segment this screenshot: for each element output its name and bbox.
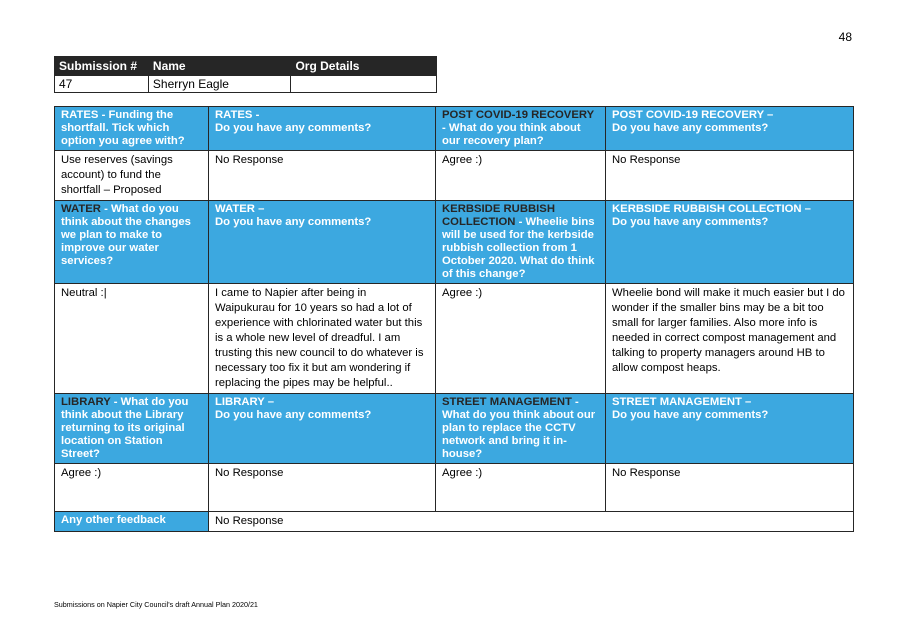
page-number: 48 [838,30,852,44]
table-row: Neutral :| I came to Napier after being … [54,283,854,394]
rates-title: RATES [61,109,99,121]
water-comment-title: WATER – [215,203,265,215]
covid-comment-title: POST COVID-19 RECOVERY – [612,109,774,121]
rates-question: - Funding the shortfall. Tick which opti… [61,109,185,147]
org-details [290,75,437,93]
street-question: - What do you think about our plan to re… [442,396,596,460]
submission-number-header: Submission # [54,56,149,76]
street-answer: Agree :) [435,463,606,512]
covid-answer: Agree :) [435,150,606,201]
table-row: LIBRARY - What do you think about the Li… [54,393,854,464]
kerbside-comment-title: KERBSIDE RUBBISH COLLECTION – [612,203,811,215]
submitter-name: Sherryn Eagle [147,75,292,93]
library-comment-title: LIBRARY – [215,396,275,408]
rates-answer: Use reserves (savings account) to fund t… [54,150,209,201]
submission-table: Submission # Name Org Details 47 Sherryn… [54,56,437,93]
library-question: - What do you think about the Library re… [61,396,189,460]
library-comment-question: Do you have any comments? [215,409,372,421]
library-comment: No Response [208,463,436,512]
water-comment: I came to Napier after being in Waipukur… [208,283,436,394]
covid-comment: No Response [605,150,854,201]
street-title: STREET MANAGEMENT [442,396,572,408]
water-title: WATER [61,203,101,215]
library-title: LIBRARY [61,396,111,408]
street-comment-question: Do you have any comments? [612,409,769,421]
kerbside-question: - Wheelie bins will be used for the kerb… [442,216,595,280]
water-question-header: WATER - What do you think about the chan… [54,200,209,284]
table-row: Agree :) No Response Agree :) No Respons… [54,463,854,512]
kerbside-comment-question: Do you have any comments? [612,216,769,228]
kerbside-comment-header: KERBSIDE RUBBISH COLLECTION –Do you have… [605,200,854,284]
kerbside-question-header: KERBSIDE RUBBISH COLLECTION - Wheelie bi… [435,200,606,284]
covid-comment-question: Do you have any comments? [612,122,769,134]
rates-comment-title: RATES - [215,109,260,121]
water-answer: Neutral :| [54,283,209,394]
page-footer: Submissions on Napier City Council's dra… [54,600,258,609]
feedback-table: RATES - Funding the shortfall. Tick whic… [54,106,854,532]
library-question-header: LIBRARY - What do you think about the Li… [54,393,209,464]
covid-title: POST COVID-19 RECOVERY [442,109,594,121]
rates-comment-header: RATES -Do you have any comments? [208,106,436,151]
rates-comment: No Response [208,150,436,201]
water-question: - What do you think about the changes we… [61,203,191,267]
submission-number: 47 [54,75,149,93]
street-comment: No Response [605,463,854,512]
rates-question-header: RATES - Funding the shortfall. Tick whic… [54,106,209,151]
submission-row: 47 Sherryn Eagle [54,75,437,93]
kerbside-comment: Wheelie bond will make it much easier bu… [605,283,854,394]
table-row: Any other feedback No Response [54,511,854,532]
street-comment-title: STREET MANAGEMENT – [612,396,752,408]
library-answer: Agree :) [54,463,209,512]
kerbside-answer: Agree :) [435,283,606,394]
other-feedback-header: Any other feedback [54,511,209,532]
submission-header-row: Submission # Name Org Details [54,56,437,76]
other-feedback: No Response [208,511,854,532]
table-row: Use reserves (savings account) to fund t… [54,150,854,201]
library-comment-header: LIBRARY –Do you have any comments? [208,393,436,464]
street-comment-header: STREET MANAGEMENT –Do you have any comme… [605,393,854,464]
street-question-header: STREET MANAGEMENT - What do you think ab… [435,393,606,464]
water-comment-header: WATER –Do you have any comments? [208,200,436,284]
covid-question-header: POST COVID-19 RECOVERY - What do you thi… [435,106,606,151]
name-header: Name [147,56,292,76]
kerbside-title: KERBSIDE RUBBISH COLLECTION [442,203,555,228]
org-details-header: Org Details [290,56,437,76]
covid-comment-header: POST COVID-19 RECOVERY –Do you have any … [605,106,854,151]
table-row: WATER - What do you think about the chan… [54,200,854,284]
table-row: RATES - Funding the shortfall. Tick whic… [54,106,854,151]
covid-question: - What do you think about our recovery p… [442,122,581,147]
water-comment-question: Do you have any comments? [215,216,372,228]
rates-comment-question: Do you have any comments? [215,122,372,134]
